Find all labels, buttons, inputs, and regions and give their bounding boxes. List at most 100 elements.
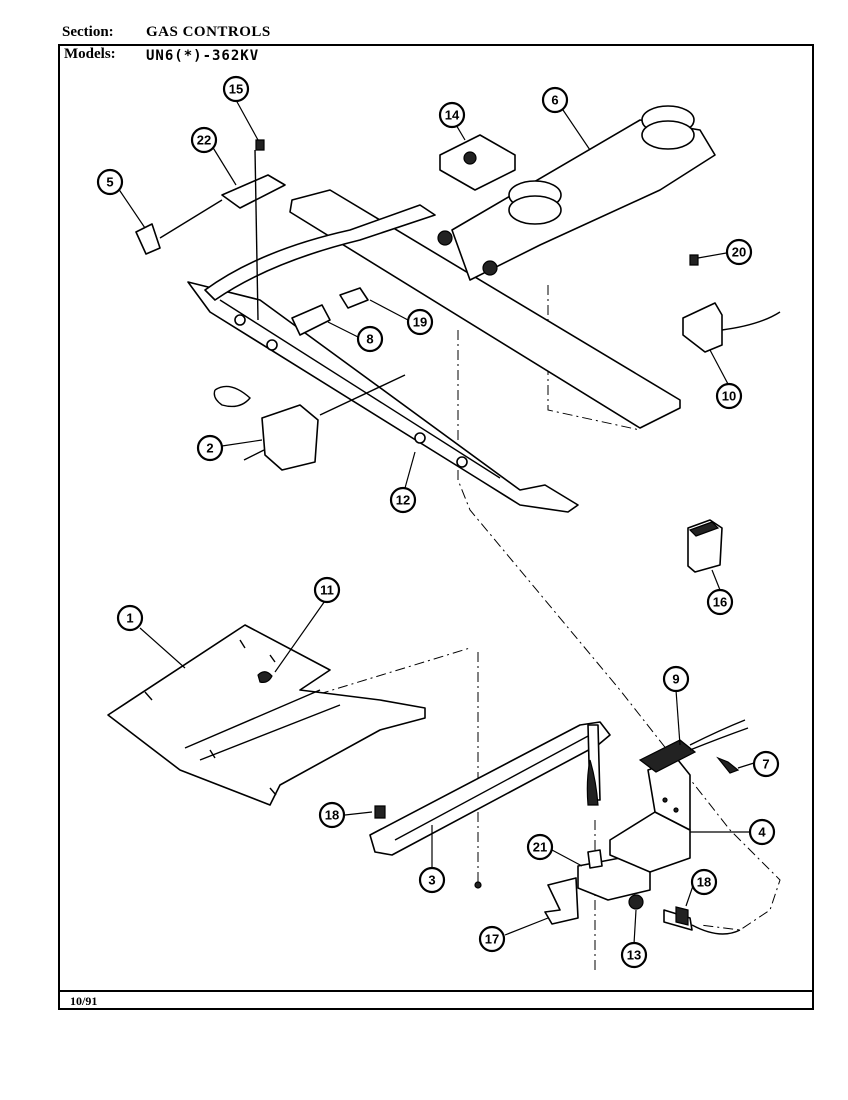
callout-8: 8 [356, 325, 384, 353]
callout-5: 5 [96, 168, 124, 196]
svg-text:2: 2 [206, 441, 213, 456]
part-21-valve-top [587, 849, 603, 869]
part-22-valve [221, 174, 286, 209]
part-3-screw-hole [474, 881, 482, 889]
callout-2: 2 [196, 434, 224, 462]
models-label: Models: [64, 46, 116, 62]
part-15-screw [255, 139, 265, 151]
part-15-screw-line [254, 149, 259, 321]
callout-11: 11 [313, 576, 341, 604]
svg-text:20: 20 [732, 245, 746, 260]
part-6-burner-front-base [508, 195, 562, 225]
part-2-shaft [243, 449, 265, 461]
callout-13: 13 [620, 941, 648, 969]
part-7-screw [716, 756, 740, 774]
callout-15: 15 [222, 75, 250, 103]
part-12-fitting-4 [456, 456, 468, 468]
svg-text:7: 7 [762, 757, 769, 772]
part-18a-screw [374, 805, 386, 819]
part-10-wire [721, 311, 781, 331]
svg-text:22: 22 [197, 133, 211, 148]
svg-text:11: 11 [320, 583, 334, 598]
part-20-screw [689, 254, 699, 266]
part-2-capillary [213, 385, 251, 408]
callout-7: 7 [752, 750, 780, 778]
part-4-hole [662, 797, 668, 803]
part-18b-wire [691, 924, 741, 935]
part-2-thermostat [261, 404, 319, 471]
callout-10: 10 [715, 382, 743, 410]
part-8-fitting [291, 304, 331, 336]
part-1-heat-shield [107, 624, 426, 806]
part-1-tabs [144, 639, 277, 796]
svg-text:1: 1 [126, 611, 133, 626]
part-11-clip [257, 671, 273, 683]
part-18b-sensor-body [675, 906, 689, 926]
callout-18-left: 18 [318, 801, 346, 829]
callout-14: 14 [438, 101, 466, 129]
callout-20: 20 [725, 238, 753, 266]
alignment-line-main [457, 330, 781, 931]
callout-18-right: 18 [690, 868, 718, 896]
svg-text:21: 21 [533, 840, 547, 855]
svg-text:6: 6 [551, 93, 558, 108]
part-14-valve-cap [439, 134, 516, 191]
part-4-hole-2 [673, 807, 679, 813]
section-value: GAS CONTROLS [146, 24, 271, 40]
callout-9: 9 [662, 665, 690, 693]
callout-3: 3 [418, 866, 446, 894]
svg-text:19: 19 [413, 315, 427, 330]
models-value: UN6(*)-362KV [146, 48, 260, 64]
part-9-connector [638, 739, 697, 773]
callout-19: 19 [406, 308, 434, 336]
part-12-fitting-3 [414, 432, 426, 444]
callout-1: 1 [116, 604, 144, 632]
svg-text:17: 17 [485, 932, 499, 947]
part-19-orifice [339, 287, 369, 309]
callout-6: 6 [541, 86, 569, 114]
section-label: Section: [62, 24, 114, 40]
part-3-tube [586, 759, 599, 806]
svg-text:14: 14 [445, 108, 460, 123]
callout-16: 16 [706, 588, 734, 616]
callout-22: 22 [190, 126, 218, 154]
part-6-burner-rear-base [641, 120, 695, 150]
callout-21: 21 [526, 833, 554, 861]
part-10-bracket [682, 302, 723, 353]
part-17-bracket [544, 877, 579, 925]
part-14-valve-port [463, 151, 477, 165]
svg-text:3: 3 [428, 873, 435, 888]
callout-17: 17 [478, 925, 506, 953]
part-5-rod [159, 199, 223, 239]
svg-text:8: 8 [366, 332, 373, 347]
part-9-wires [689, 719, 749, 751]
svg-text:13: 13 [627, 948, 641, 963]
part-16-switch-top [688, 521, 720, 537]
svg-text:5: 5 [106, 175, 113, 190]
main-gas-tube [204, 204, 436, 301]
svg-text:9: 9 [672, 672, 679, 687]
burner-support-bar [289, 189, 681, 429]
diagram-frame [58, 44, 814, 1010]
svg-text:4: 4 [758, 825, 766, 840]
footer-date: 10/91 [70, 994, 98, 1008]
svg-text:18: 18 [697, 875, 711, 890]
part-3-edge [394, 734, 591, 841]
svg-text:10: 10 [722, 389, 736, 404]
part-12-rod [319, 374, 406, 416]
footer-divider [58, 990, 814, 992]
part-12-manifold-bar [187, 281, 579, 513]
svg-text:16: 16 [713, 595, 727, 610]
part-5-spring [135, 223, 161, 255]
part-6-orifice-1 [437, 230, 453, 246]
part-12-edge [219, 299, 501, 479]
callout-4: 4 [748, 818, 776, 846]
part-1-crease-2 [199, 704, 341, 761]
callout-12: 12 [389, 486, 417, 514]
part-6-orifice-2 [482, 260, 498, 276]
svg-text:18: 18 [325, 808, 339, 823]
part-13-regulator [628, 894, 644, 910]
svg-text:12: 12 [396, 493, 410, 508]
svg-text:15: 15 [229, 82, 243, 97]
